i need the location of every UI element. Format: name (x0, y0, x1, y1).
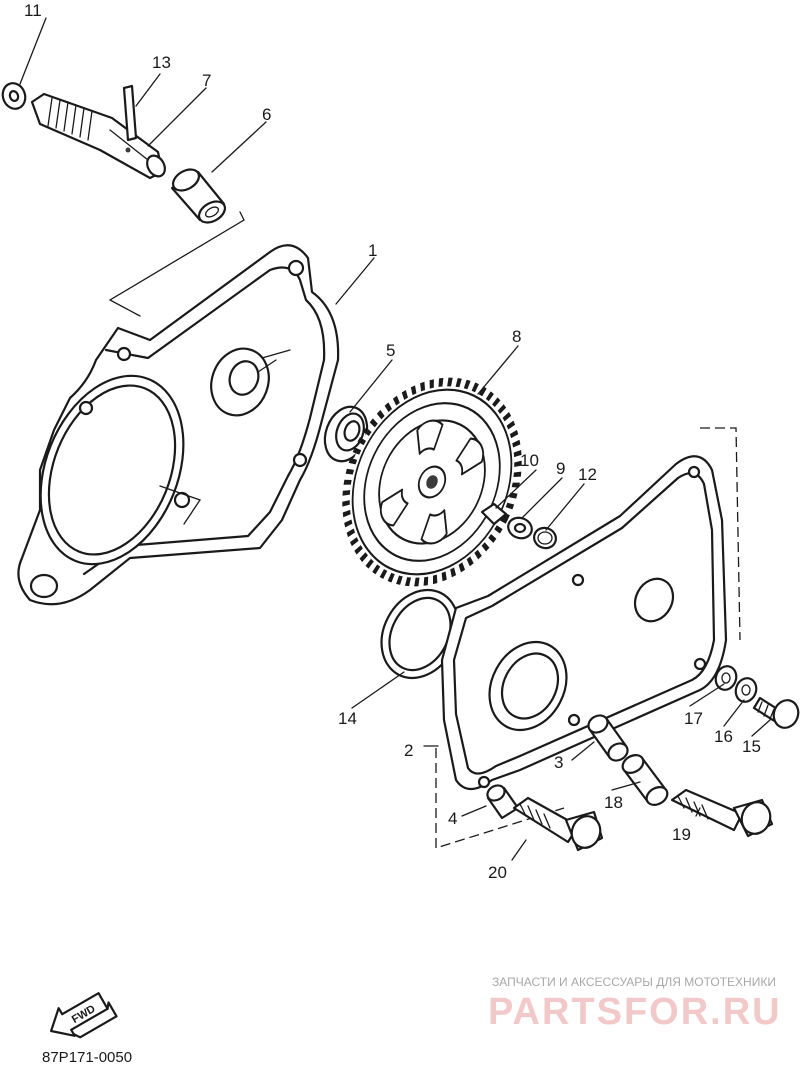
callout-3: 3 (554, 753, 563, 772)
callout-14: 14 (338, 709, 357, 728)
callout-8: 8 (512, 327, 521, 346)
part-9-washer (507, 516, 533, 540)
callout-18: 18 (604, 793, 623, 812)
callout-7: 7 (202, 71, 211, 90)
part-1-gear-case (17, 244, 340, 606)
callout-2: 2 (404, 741, 413, 760)
part-2-assembly-bracket (435, 427, 741, 849)
part-3-collar (587, 714, 629, 762)
callout-1: 1 (368, 241, 377, 260)
watermark-brand: PARTSFOR.RU (488, 991, 782, 1033)
part-12-circlip (533, 526, 557, 550)
part-20-bolt (512, 796, 604, 852)
callout-16: 16 (714, 727, 733, 746)
callout-labels: 11 13 7 6 1 5 8 10 9 12 14 2 3 4 18 19 1… (24, 1, 761, 882)
callout-10: 10 (520, 451, 539, 470)
part-17-washer (714, 665, 738, 691)
part-11-washer (1, 82, 27, 110)
callout-17: 17 (684, 709, 703, 728)
part-5-bearing (323, 405, 369, 463)
part-16-washer (734, 677, 758, 703)
part-13-pin (122, 84, 138, 142)
watermark: ЗАПЧАСТИ И АКСЕССУАРЫ ДЛЯ МОТОТЕХНИКИ PA… (488, 975, 782, 1033)
fwd-arrow-icon: FWD (49, 992, 118, 1039)
callout-4: 4 (448, 809, 457, 828)
part-19-bolt (670, 788, 774, 838)
callout-19: 19 (672, 825, 691, 844)
callout-20: 20 (488, 863, 507, 882)
part-18-collar (621, 754, 669, 806)
diagram-code: 87P171-0050 (42, 1049, 132, 1066)
callout-15: 15 (742, 737, 761, 756)
callout-11: 11 (24, 1, 42, 20)
watermark-tagline: ЗАПЧАСТИ И АКСЕССУАРЫ ДЛЯ МОТОТЕХНИКИ (492, 975, 776, 989)
leader-lines (19, 17, 771, 861)
part-7-worm-shaft (30, 92, 166, 180)
part-6-bushing (170, 168, 227, 224)
callout-12: 12 (578, 465, 597, 484)
callout-5: 5 (386, 341, 395, 360)
shaft-axis-line (108, 211, 245, 317)
part-8-gear (342, 377, 522, 587)
part-4-collar (486, 784, 520, 820)
callout-13: 13 (152, 53, 171, 72)
part-10-key (480, 502, 508, 526)
callout-6: 6 (262, 105, 271, 124)
part-15-bolt (752, 696, 800, 729)
part-2-cover-plate (440, 455, 728, 791)
callout-9: 9 (556, 459, 565, 478)
